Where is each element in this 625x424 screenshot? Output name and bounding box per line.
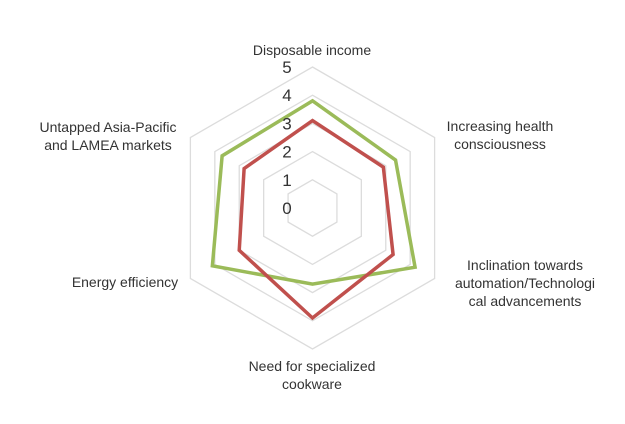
- grid-ring: [238, 122, 387, 294]
- series-1-line: [210, 98, 418, 286]
- axis-label-disposable-income: Disposable income: [252, 42, 372, 58]
- grid-ring: [189, 66, 436, 350]
- tick-label: 4: [282, 86, 291, 105]
- series-2-line: [237, 118, 395, 321]
- tick-label: 2: [282, 143, 291, 162]
- tick-label: 0: [282, 199, 291, 218]
- grid-ring: [263, 150, 362, 266]
- axis-label-specialized-cookware: Need for specialized cookware: [248, 358, 376, 392]
- grid-ring: [287, 179, 338, 237]
- tick-label: 3: [282, 114, 291, 133]
- tick-label: 5: [282, 58, 291, 77]
- axis-label-untapped-markets: Untapped Asia-Pacific and LAMEA markets: [39, 119, 177, 153]
- grid-ring: [214, 94, 411, 322]
- axis-label-automation: Inclination towards automation/Technolog…: [454, 257, 596, 309]
- axis-label-health-consciousness: Increasing health consciousness: [446, 118, 554, 152]
- tick-label: 1: [282, 171, 291, 190]
- axis-label-energy-efficiency: Energy efficiency: [71, 274, 179, 290]
